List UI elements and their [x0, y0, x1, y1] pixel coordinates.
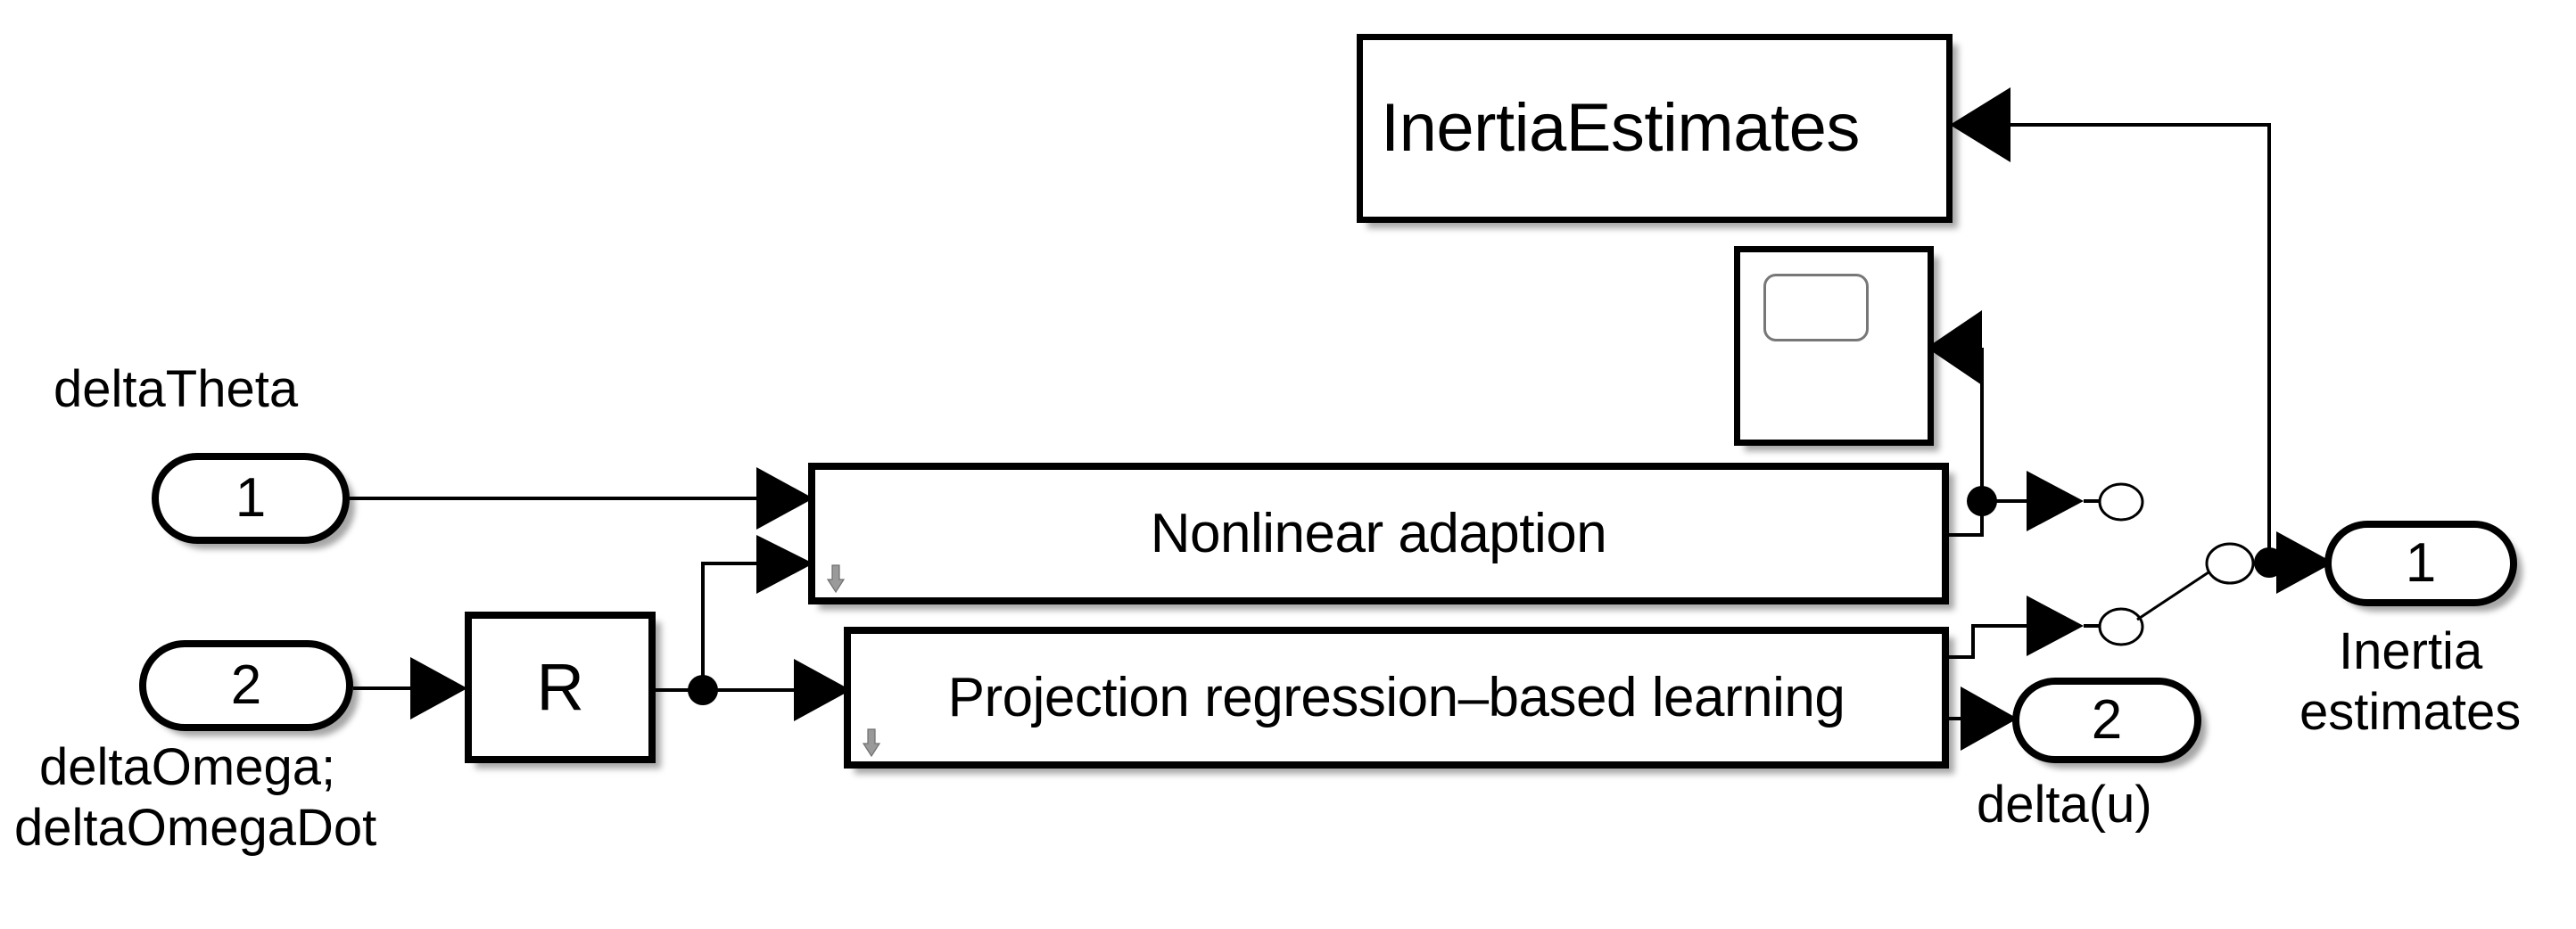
junction-dot-switch-output — [2254, 547, 2284, 578]
input-port-2[interactable]: 2 — [139, 640, 353, 731]
wire-nonlinear-out — [1949, 501, 1984, 537]
input-port-1-number: 1 — [235, 467, 267, 529]
input-port-2-label-line2: deltaOmegaDot — [14, 799, 377, 857]
input-arrow-r — [410, 657, 467, 719]
subsystem-down-arrow-icon — [862, 728, 881, 758]
block-gain-r[interactable]: R — [465, 612, 656, 763]
input-port-2-label-line1: deltaOmega; — [39, 738, 336, 796]
output-port-2-label: delta(u) — [1977, 776, 2152, 834]
input-arrow-scope — [1927, 310, 1982, 385]
input-arrow-nonlinear-1 — [756, 467, 813, 530]
output-port-1[interactable]: 1 — [2324, 521, 2517, 606]
switch-node-top — [2098, 482, 2144, 522]
switch-node-output — [2205, 542, 2255, 585]
switch-input-arrow-bottom — [2027, 596, 2084, 656]
wire-switch-to-inertia-estimates — [2010, 123, 2271, 563]
input-port-1[interactable]: 1 — [152, 453, 350, 544]
output-port-2[interactable]: 2 — [2012, 678, 2201, 763]
input-port-2-number: 2 — [230, 654, 262, 716]
scope-screen-icon — [1763, 274, 1869, 341]
output-port-1-label-line1: Inertia — [2339, 622, 2483, 680]
junction-dot-r-output — [688, 675, 718, 705]
input-arrow-nonlinear-2 — [756, 535, 813, 594]
junction-dot-nonlinear-output — [1967, 486, 1997, 516]
block-projection-regression-learning[interactable]: Projection regression–based learning — [844, 627, 1949, 769]
subsystem-down-arrow-icon — [826, 564, 846, 594]
block-nonlinear-adaption[interactable]: Nonlinear adaption — [808, 463, 1949, 604]
output-port-2-number: 2 — [2091, 689, 2123, 751]
output-port-1-label-line2: estimates — [2299, 683, 2522, 741]
input-arrow-projection — [794, 659, 851, 721]
block-nonlinear-adaption-label: Nonlinear adaption — [1150, 502, 1607, 564]
block-projection-regression-learning-label: Projection regression–based learning — [947, 666, 1845, 728]
switch-input-arrow-top — [2027, 471, 2084, 531]
wire-projection-to-switch-bottom — [1949, 624, 2027, 659]
input-port-1-label: deltaTheta — [54, 360, 299, 418]
wire-r-to-nonlinear-2 — [701, 562, 756, 690]
output-arrow-port2 — [1961, 686, 2018, 751]
switch-blade — [2136, 567, 2215, 621]
block-scope[interactable] — [1734, 246, 1934, 446]
switch-node-bottom — [2098, 607, 2144, 646]
output-port-1-number: 1 — [2405, 532, 2437, 594]
block-inertia-estimates-label: InertiaEstimates — [1381, 90, 1860, 166]
input-arrow-inertia-estimates — [1950, 87, 2010, 162]
block-inertia-estimates[interactable]: InertiaEstimates — [1357, 34, 1953, 223]
block-gain-r-label: R — [536, 650, 584, 724]
